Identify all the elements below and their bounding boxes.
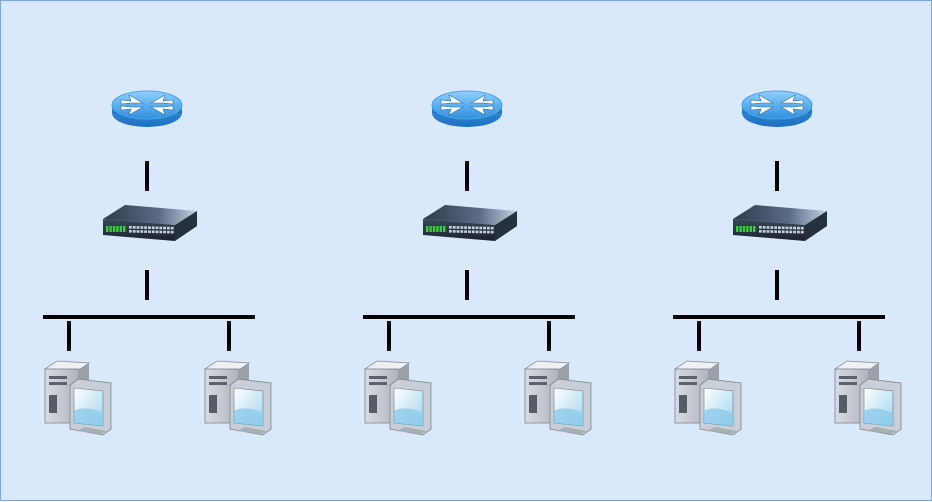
network-segment — [43, 90, 272, 436]
network-switch-icon — [423, 205, 517, 241]
router-icon — [111, 90, 183, 127]
desktop-computer-icon — [523, 360, 592, 436]
router-icon — [431, 90, 503, 127]
network-segment — [673, 90, 902, 436]
desktop-computer-icon — [673, 360, 742, 436]
network-switch-icon — [733, 205, 827, 241]
router-icon — [741, 90, 813, 127]
desktop-computer-icon — [43, 360, 112, 436]
desktop-computer-icon — [833, 360, 902, 436]
desktop-computer-icon — [203, 360, 272, 436]
network-switch-icon — [103, 205, 197, 241]
desktop-computer-icon — [363, 360, 432, 436]
network-segment — [363, 90, 592, 436]
segments-layer — [43, 90, 902, 436]
